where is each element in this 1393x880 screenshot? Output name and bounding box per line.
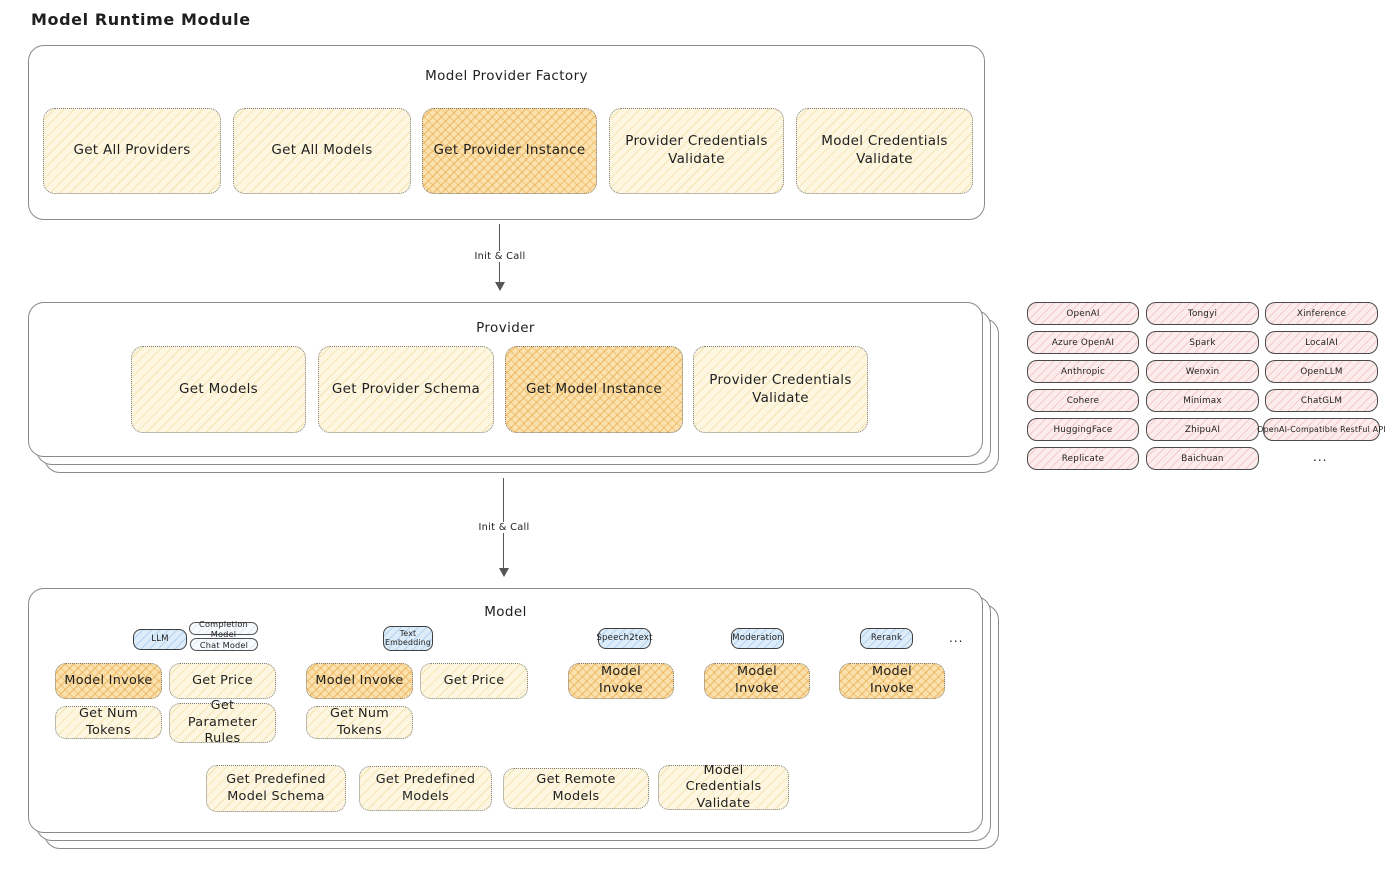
provider-chip-openai-compatible-restful-api: OpenAI-Compatible RestFul API [1257,418,1386,441]
provider-chip-zhipuai: ZhipuAI [1146,418,1259,441]
tab-moderation: Moderation [731,628,784,649]
arrow-head-icon [495,282,505,291]
factory-container: Model Provider Factory Get All Providers… [28,45,985,220]
provider-chip-localai: LocalAI [1265,331,1378,354]
provider-chip-openllm: OpenLLM [1265,360,1378,383]
model-box: Model LLM Completion Model Chat Model Te… [28,588,983,833]
model-button-get-remote-models: Get Remote Models [503,768,649,809]
tab-chat-model: Chat Model [190,638,258,651]
tab-speech2text: Speech2text [596,628,652,649]
provider-title: Provider [476,320,535,336]
page-title: Model Runtime Module [31,10,251,29]
model-button-llm-get-num-tokens: Get Num Tokens [55,706,162,739]
model-title: Model [484,604,527,620]
provider-chip-spark: Spark [1146,331,1259,354]
provider-chip-anthropic: Anthropic [1027,360,1139,383]
provider-chip-tongyi: Tongyi [1146,302,1259,325]
provider-button-get-models: Get Models [131,346,306,433]
model-button-text-embedding-get-num-tokens: Get Num Tokens [306,706,413,739]
factory-button-provider-credentials-validate: Provider Credentials Validate [609,108,784,194]
model-button-speech2text-model-invoke: Model Invoke [568,663,674,699]
provider-button-get-model-instance: Get Model Instance [505,346,683,433]
tab-llm: LLM [133,629,187,650]
provider-box: Provider Get Models Get Provider Schema … [28,302,983,457]
provider-chip-wenxin: Wenxin [1146,360,1259,383]
model-button-rerank-model-invoke: Model Invoke [839,663,945,699]
tab-text-embedding: Text Embedding [383,626,433,651]
provider-chip-huggingface: HuggingFace [1027,418,1139,441]
provider-button-get-provider-schema: Get Provider Schema [318,346,494,433]
factory-box: Model Provider Factory Get All Providers… [28,45,985,220]
provider-button-provider-credentials-validate: Provider Credentials Validate [693,346,868,433]
tab-completion-model: Completion Model [189,619,258,639]
provider-chip-xinference: Xinference [1265,302,1378,325]
provider-chip-baichuan: Baichuan [1146,447,1259,470]
provider-chip-minimax: Minimax [1146,389,1259,412]
provider-chip-chatglm: ChatGLM [1265,389,1378,412]
arrow-label: Init & Call [469,251,531,262]
provider-chip-azure-openai: Azure OpenAI [1027,331,1139,354]
arrow-head-icon [499,568,509,577]
model-button-llm-model-invoke: Model Invoke [55,663,162,699]
provider-container: Provider Get Models Get Provider Schema … [28,302,999,473]
provider-chip-cohere: Cohere [1027,389,1139,412]
factory-button-get-provider-instance: Get Provider Instance [422,108,597,194]
tab-rerank: Rerank [860,628,913,649]
model-button-llm-get-price: Get Price [169,663,276,699]
model-button-model-credentials-validate: Model Credentials Validate [658,763,789,811]
provider-grid-ellipsis: ... [1313,450,1328,464]
model-button-moderation-model-invoke: Model Invoke [704,663,810,699]
model-button-text-embedding-get-price: Get Price [420,663,528,699]
model-button-text-embedding-model-invoke: Model Invoke [306,663,413,699]
provider-chip-replicate: Replicate [1027,447,1139,470]
arrow-label: Init & Call [473,522,535,533]
model-button-get-predefined-models: Get Predefined Models [359,766,492,811]
model-container: Model LLM Completion Model Chat Model Te… [28,588,999,849]
model-button-get-predefined-model-schema: Get Predefined Model Schema [206,765,346,812]
factory-button-get-all-models: Get All Models [233,108,411,194]
factory-button-get-all-providers: Get All Providers [43,108,221,194]
factory-button-model-credentials-validate: Model Credentials Validate [796,108,973,194]
model-button-llm-get-parameter-rules: Get Parameter Rules [169,698,276,746]
tabs-ellipsis: ... [949,631,964,645]
provider-chip-openai: OpenAI [1027,302,1139,325]
factory-title: Model Provider Factory [425,68,588,84]
